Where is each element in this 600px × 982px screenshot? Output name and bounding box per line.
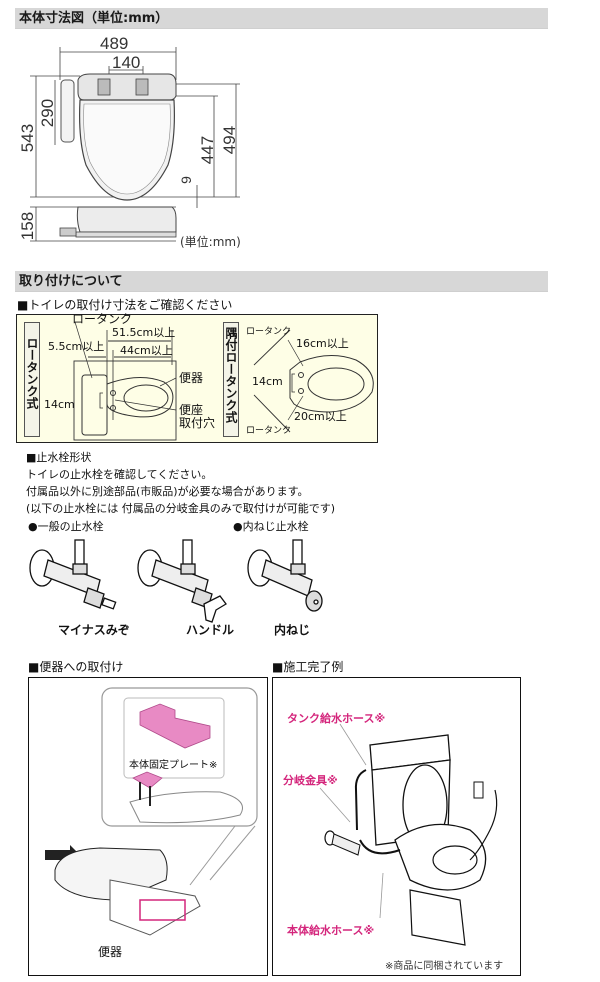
valve-shape-heading: ■止水栓形状 xyxy=(26,451,92,464)
low-tank-diagram xyxy=(73,321,374,441)
check-dimensions-heading: ■トイレの取付け寸法をご確認ください xyxy=(17,298,233,312)
tank-hose-label: タンク給水ホース※ xyxy=(287,712,386,725)
valves-drawing xyxy=(29,539,323,623)
unit-note: (単位:mm) xyxy=(180,235,241,249)
valve-line-3: (以下の止水栓には 付属品の分岐金具のみで取付けが可能です) xyxy=(26,502,336,515)
toilet-label-mount: 便器 xyxy=(98,945,123,959)
corner-tank-label-top: ロータンク xyxy=(246,327,292,337)
valve-handle-icon xyxy=(137,539,227,623)
valve-line-1: トイレの止水栓を確認してください。 xyxy=(26,468,213,481)
valve-caption-handle: ハンドル xyxy=(186,623,235,637)
valve-caption-slot: マイナスみぞ xyxy=(58,623,130,637)
plate-label: 本体固定プレート※ xyxy=(129,760,218,771)
seat-top-view-drawing xyxy=(30,47,240,242)
dim-14cm-corner: 14cm xyxy=(252,375,283,388)
general-valve-label: ●一般の止水栓 xyxy=(28,520,104,533)
dimension-check-box xyxy=(16,314,378,443)
dimensions-section-header: 本体寸法図（単位:mm） xyxy=(15,8,548,29)
dim-overall-width: 489 xyxy=(100,34,129,53)
low-tank-type-label: ロータンク式 xyxy=(24,322,40,437)
branch-fitting-label: 分岐金具※ xyxy=(283,774,338,787)
valve-caption-internal: 内ねじ xyxy=(274,623,311,637)
completion-heading: ■施工完了例 xyxy=(272,660,344,674)
dim-20cm: 20cm以上 xyxy=(294,410,347,423)
seat-hole-label-1: 便座 xyxy=(179,403,204,417)
seat-hole-label-2: 取付穴 xyxy=(179,416,216,430)
included-note: ※商品に同梱されています xyxy=(385,961,504,972)
low-tank-tank-label: ロータンク xyxy=(72,312,133,326)
installation-section-header: 取り付けについて xyxy=(15,271,548,292)
installation-title: 取り付けについて xyxy=(19,274,123,289)
valve-line-2: 付属品以外に別途部品(市販品)が必要な場合があります。 xyxy=(26,485,309,498)
toilet-label-low: 便器 xyxy=(179,371,204,385)
dim-44cm: 44cm以上 xyxy=(120,344,173,357)
dim-5-5cm: 5.5cm以上 xyxy=(48,340,105,353)
dimensions-title: 本体寸法図（単位:mm） xyxy=(19,11,169,26)
dim-mount-spacing: 140 xyxy=(112,53,141,72)
dim-51-5cm: 51.5cm以上 xyxy=(112,326,176,339)
corner-tank-label-bottom: ロータンク xyxy=(246,426,292,436)
dim-16cm: 16cm以上 xyxy=(296,337,349,350)
mount-heading: ■便器への取付け xyxy=(28,660,124,674)
body-hose-label: 本体給水ホース※ xyxy=(287,924,375,937)
dim-14cm-low: 14cm xyxy=(44,398,75,411)
valve-internal-thread-icon xyxy=(247,539,323,612)
valve-slot-icon xyxy=(29,539,117,610)
corner-tank-type-label: 隅付ロータンク式 xyxy=(223,322,239,437)
internal-thread-valve-label: ●内ねじ止水栓 xyxy=(233,520,309,533)
